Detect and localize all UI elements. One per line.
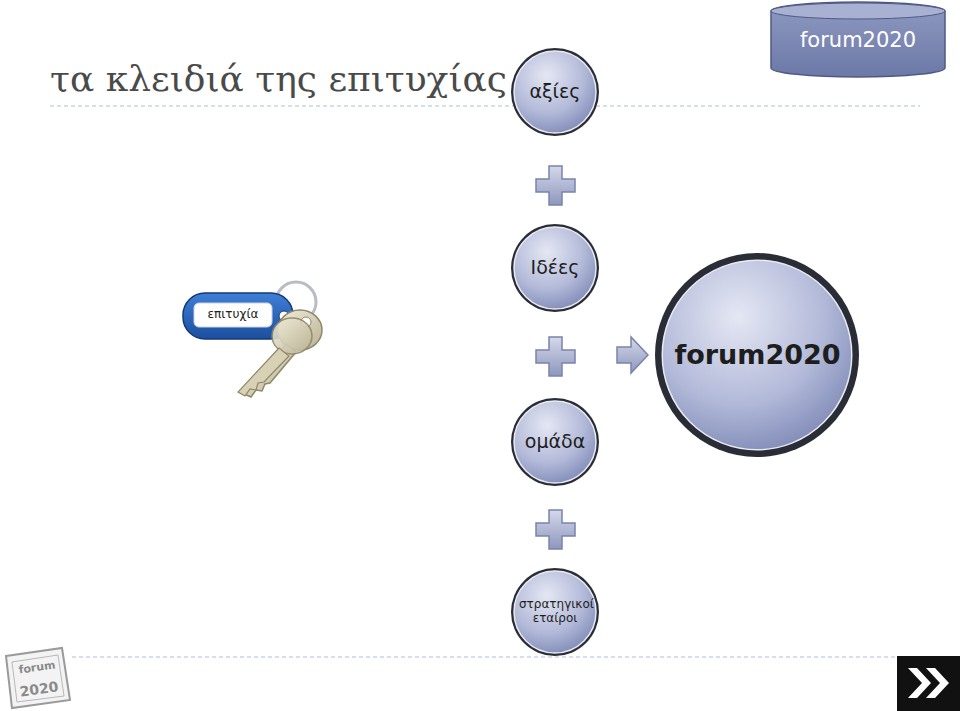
block-arrow xyxy=(617,337,648,373)
next-icon xyxy=(897,656,960,711)
key-circle: αξίες xyxy=(510,47,600,137)
key-circle: ομάδα xyxy=(510,397,600,487)
key-tag-text: επιτυχία xyxy=(195,307,271,321)
result-circle: forum2020 xyxy=(654,252,860,458)
node-text: Ιδέες xyxy=(531,257,580,279)
node-text: αξίες xyxy=(530,81,581,103)
plus-sign xyxy=(536,166,575,549)
header-rule xyxy=(50,106,920,107)
key-circle: Ιδέες xyxy=(510,223,600,313)
footer-rule xyxy=(72,657,920,658)
key-circle: στρατηγικοί εταίροι xyxy=(510,567,600,657)
node-text: στρατηγικοί εταίροι xyxy=(519,598,591,626)
slide-title: τα κλειδιά της επιτυχίας xyxy=(50,58,507,99)
node-text: ομάδα xyxy=(525,431,585,453)
node-text: forum2020 xyxy=(675,339,840,370)
logo-stamp xyxy=(6,648,70,708)
node-text: forum2020 xyxy=(800,28,916,52)
key-illustration xyxy=(183,282,322,397)
header-badge: forum2020 xyxy=(770,2,946,78)
